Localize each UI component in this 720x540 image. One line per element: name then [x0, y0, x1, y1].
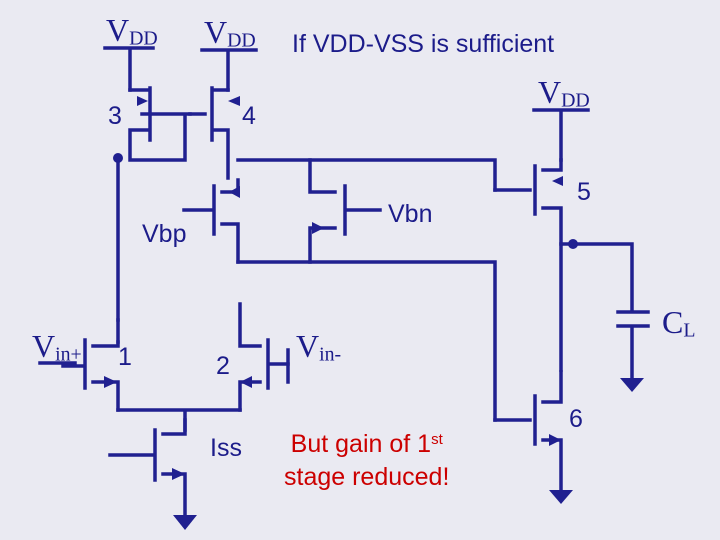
m3-source-arrow: [137, 96, 148, 106]
vdd-label-right: VDD: [538, 74, 590, 112]
mid-rail-bottom: [236, 260, 497, 422]
vbp-arrow: [229, 186, 240, 198]
iss-arrow: [172, 468, 185, 480]
label-m3: 3: [108, 102, 122, 130]
output-node: [568, 239, 578, 249]
iss-ground: [173, 515, 197, 530]
transistor-vbn: [308, 158, 382, 264]
transistor-m4: [188, 86, 230, 180]
label-m5: 5: [577, 178, 591, 206]
label-m2: 2: [216, 352, 230, 380]
transistor-m6: [493, 370, 563, 492]
m4-source-arrow: [228, 96, 240, 106]
label-vin-plus: Vin+: [32, 328, 82, 366]
output-node-wire: [559, 242, 634, 372]
transistor-iss: [108, 418, 187, 517]
tail-node-wire: [116, 408, 242, 432]
label-vbp: Vbp: [142, 220, 187, 248]
label-m1: 1: [118, 343, 132, 371]
m2-arrow: [240, 376, 252, 388]
m1-arrow: [104, 376, 117, 388]
label-iss: Iss: [210, 434, 242, 462]
vdd-label-mid: VDD: [204, 14, 256, 52]
label-cl: CL: [662, 304, 696, 342]
transistor-m1: [61, 338, 120, 412]
transistor-vbp: [182, 178, 240, 264]
vdd-rail-left: [103, 46, 155, 92]
vdd-label-left: VDD: [106, 12, 158, 50]
label-vbn: Vbn: [388, 200, 433, 228]
node-x: [113, 153, 123, 163]
mid-rail-top: [236, 158, 497, 192]
label-m6: 6: [569, 405, 583, 433]
capacitor-cl: [616, 310, 650, 380]
m6-ground: [549, 490, 573, 504]
label-vin-minus: Vin-: [296, 328, 342, 366]
vbn-arrow: [312, 222, 324, 234]
cl-ground: [620, 378, 644, 392]
label-m4: 4: [242, 102, 256, 130]
vdd-rail-mid: [200, 48, 258, 92]
vdd-rail-right: [532, 108, 590, 162]
m5-arrow: [552, 176, 563, 186]
m6-arrow: [549, 434, 561, 446]
heading: If VDD-VSS is sufficient: [292, 30, 555, 58]
transistor-m3: [128, 86, 192, 162]
transistor-m5: [533, 158, 563, 246]
transistor-m2: [238, 302, 290, 412]
gain-note: But gain of 1st stage reduced!: [284, 430, 450, 491]
